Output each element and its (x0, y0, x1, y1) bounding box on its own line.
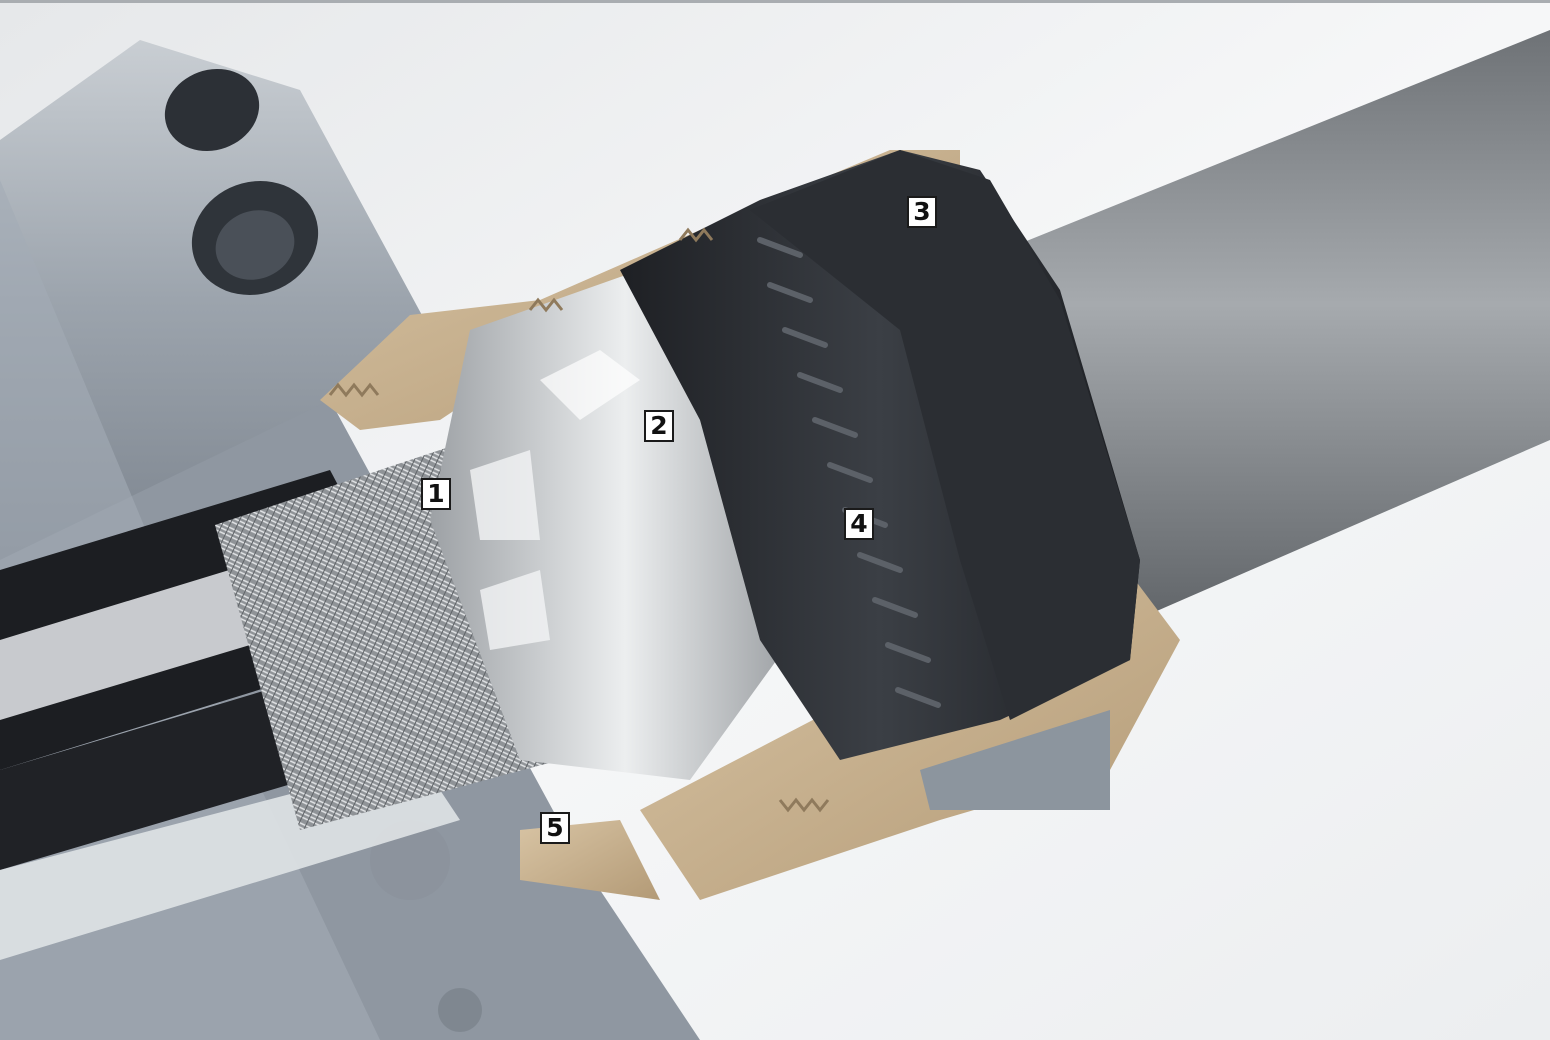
top-border (0, 0, 1550, 3)
threads (328, 227, 830, 813)
callout-4: 4 (844, 508, 874, 540)
callout-1: 1 (421, 478, 451, 510)
callout-3: 3 (907, 196, 937, 228)
clamping-cone (430, 270, 820, 780)
sealing-insert-and-cap-nut (620, 150, 1140, 760)
callout-5: 5 (540, 812, 570, 844)
callout-2: 2 (644, 410, 674, 442)
